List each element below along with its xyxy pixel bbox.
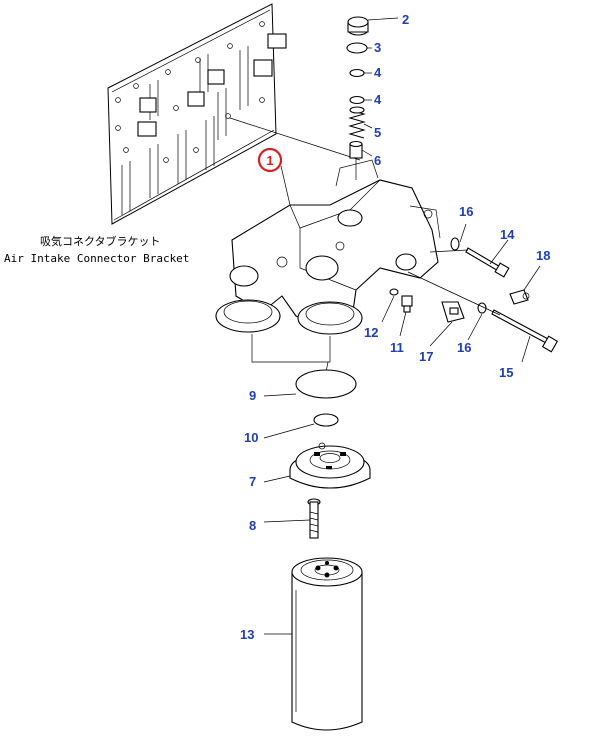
- callout-4b[interactable]: 4: [374, 92, 382, 107]
- bolt-15: [491, 309, 559, 353]
- callout-4a[interactable]: 4: [374, 65, 382, 80]
- callout-14[interactable]: 14: [500, 227, 515, 242]
- callout-15[interactable]: 15: [499, 365, 513, 380]
- callout-13[interactable]: 13: [240, 627, 254, 642]
- o-ring-10: [313, 413, 339, 427]
- air-intake-connector-bracket: [107, 3, 361, 225]
- callout-11[interactable]: 11: [390, 340, 404, 355]
- stud-bolt-8: [307, 498, 321, 539]
- filter-cartridge-13: [291, 557, 363, 731]
- washer-12: [389, 288, 399, 296]
- bracket-caption-english: Air Intake Connector Bracket: [4, 252, 189, 265]
- callout-10[interactable]: 10: [244, 430, 258, 445]
- sensor-18: [509, 289, 530, 305]
- callout-6[interactable]: 6: [374, 153, 381, 168]
- callout-18[interactable]: 18: [536, 248, 550, 263]
- callout-2[interactable]: 2: [402, 12, 409, 27]
- nipple-11: [401, 295, 413, 313]
- callout-5[interactable]: 5: [374, 125, 381, 140]
- callout-8[interactable]: 8: [249, 518, 256, 533]
- main-part-number: 1: [266, 153, 273, 168]
- callout-9[interactable]: 9: [249, 388, 256, 403]
- o-ring-9: [295, 369, 357, 399]
- seal-ring: [346, 42, 368, 54]
- filter-adapter-7: [289, 442, 371, 489]
- callout-17[interactable]: 17: [419, 349, 433, 364]
- sensor-17: [441, 301, 465, 323]
- washer-b: [349, 95, 365, 105]
- callout-7[interactable]: 7: [249, 474, 256, 489]
- bracket-caption-japanese: 吸気コネクタブラケット: [40, 234, 161, 248]
- filter-head-housing: [215, 159, 441, 373]
- callout-12[interactable]: 12: [364, 325, 378, 340]
- callout-16a[interactable]: 16: [459, 204, 473, 219]
- gasket-16a: [450, 237, 460, 251]
- plug-part: [347, 16, 369, 36]
- bolt-14: [465, 247, 510, 278]
- callout-16b[interactable]: 16: [457, 340, 471, 355]
- callout-3[interactable]: 3: [374, 40, 381, 55]
- washer-a: [349, 68, 365, 78]
- main-part-callout[interactable]: 1: [257, 147, 283, 173]
- callout-labels: 2 3 4 4 5 6 16 14 18 12 11 17 16 15 9 10…: [240, 12, 550, 642]
- valve-part: [349, 140, 363, 159]
- spring-part: [348, 106, 366, 139]
